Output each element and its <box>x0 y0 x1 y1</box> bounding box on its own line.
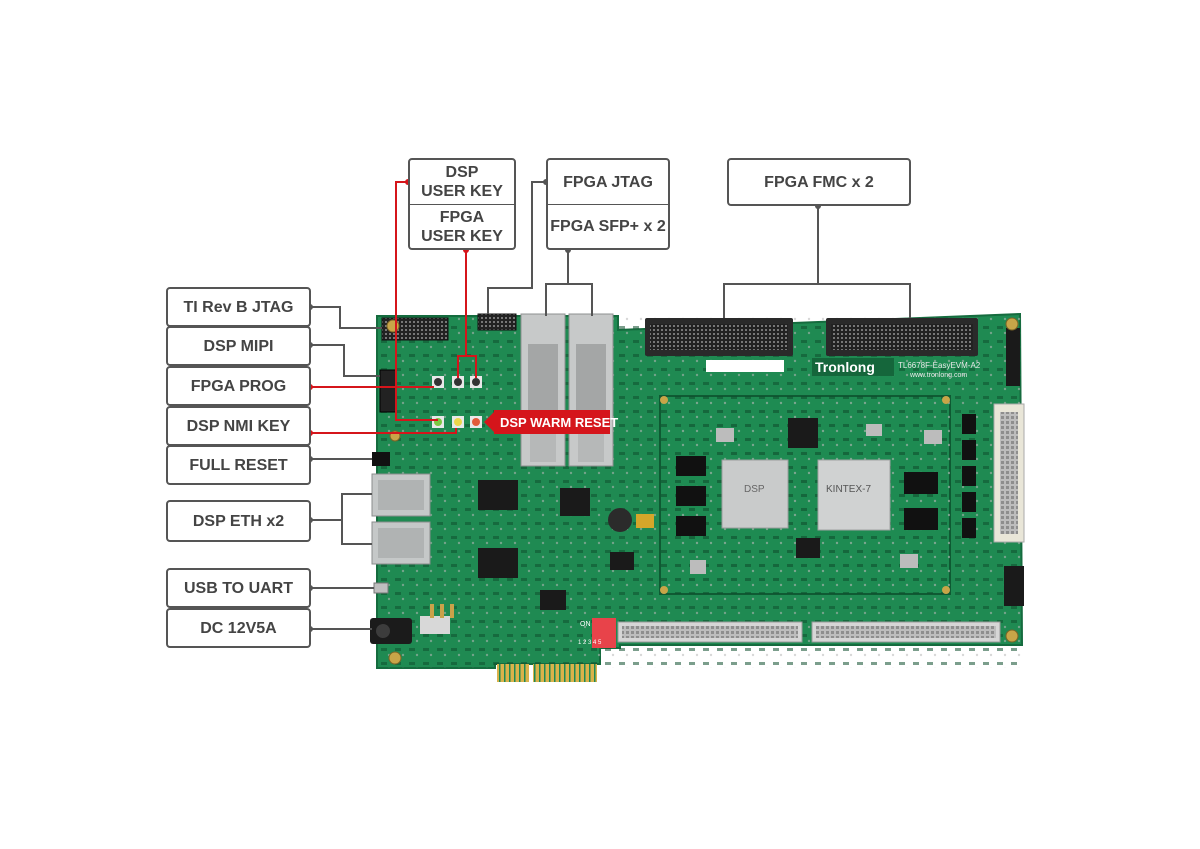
eth-phy-2 <box>478 548 518 578</box>
dip-switch <box>592 618 616 648</box>
full-reset-button <box>372 452 390 466</box>
callout-dsp-eth: DSP ETH x2 <box>166 500 311 542</box>
pcie-edge-connector <box>497 664 529 682</box>
dsp-chip-label: DSP <box>744 484 765 495</box>
callout-fpga-fmc: FPGA FMC x 2 <box>727 158 911 206</box>
board-url: www.tronlong.com <box>909 372 967 379</box>
eth-phy-1 <box>478 480 518 510</box>
inductor <box>608 508 632 532</box>
warm-reset-arrow <box>484 412 494 432</box>
svg-text:1 2 3 4 5: 1 2 3 4 5 <box>578 640 602 646</box>
callout-dc-power: DC 12V5A <box>166 608 311 648</box>
fpga-chip-label: KINTEX-7 <box>826 484 871 495</box>
callout-fpga-prog: FPGA PROG <box>166 366 311 406</box>
callout-fpga-jtag: FPGA JTAG <box>546 158 670 205</box>
callout-fpga-sfp: FPGA SFP+ x 2 <box>546 204 670 250</box>
board-model: TL6678F-EasyEVM-A2 <box>898 361 981 370</box>
mipi-connector <box>379 369 397 413</box>
dsp-chip <box>721 459 789 529</box>
callout-usb-uart: USB TO UART <box>166 568 311 608</box>
svg-text:ON: ON <box>580 621 591 628</box>
fpga-chip <box>817 459 891 531</box>
fpga-jtag-header <box>477 313 517 331</box>
usb-connector <box>373 582 389 594</box>
callout-ti-jtag: TI Rev B JTAG <box>166 287 311 327</box>
leader-lines-gray <box>310 181 911 630</box>
dsp-warm-reset-tag: DSP WARM RESET <box>494 410 618 434</box>
callout-dsp-user-key: DSP USER KEY <box>408 158 516 205</box>
callout-dsp-nmi-key: DSP NMI KEY <box>166 406 311 446</box>
callout-full-reset: FULL RESET <box>166 445 311 485</box>
leader-lines-red <box>310 181 477 434</box>
callout-fpga-user-key: FPGA USER KEY <box>408 204 516 250</box>
callout-dsp-mipi: DSP MIPI <box>166 326 311 366</box>
board-brand: Tronlong <box>815 359 875 375</box>
